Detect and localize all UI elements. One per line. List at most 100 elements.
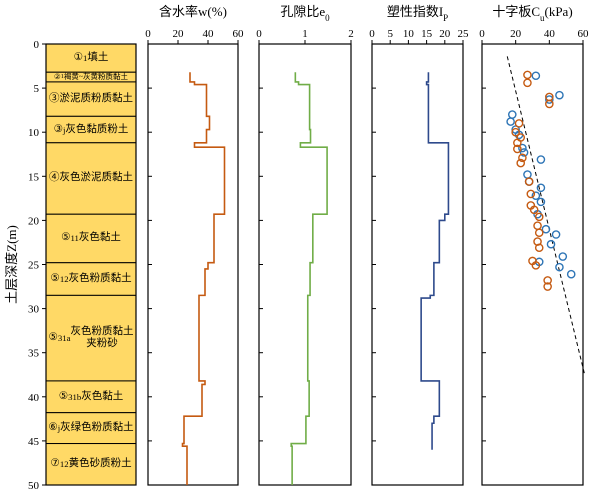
panel-frame: [371, 43, 464, 486]
layer-band: [45, 43, 137, 73]
x-tick-label: 1: [302, 28, 308, 40]
scatter-point: [526, 189, 536, 199]
x-tick-label: 25: [458, 28, 470, 40]
scatter-point: [511, 127, 520, 137]
scatter-point: [523, 70, 532, 80]
x-tick-label: 10: [403, 28, 415, 40]
x-tick-label: 40: [544, 28, 556, 40]
layer-label: ③淤泥质粉质黏土: [49, 93, 133, 105]
y-tick-label: 15: [28, 171, 40, 183]
scatter-point: [507, 110, 517, 119]
scatter-point: [546, 239, 556, 249]
y-tick-label: 20: [28, 215, 40, 227]
panel-frame: [258, 43, 352, 486]
trend-line: [506, 56, 586, 375]
scatter-point: [543, 276, 552, 285]
x-tick-label: 0: [256, 28, 262, 40]
scatter-point: [519, 148, 529, 157]
scatter-point: [514, 119, 524, 128]
scatter-point: [551, 230, 561, 239]
y-tick-label: 35: [28, 348, 40, 360]
scatter-point: [534, 228, 544, 238]
scatter-point: [523, 78, 532, 88]
scatter-point: [529, 205, 539, 215]
scatter-point: [524, 177, 534, 186]
scatter-point: [533, 221, 542, 230]
x-tick-label: 20: [439, 28, 451, 40]
scatter-point: [513, 144, 522, 154]
layer-band: [45, 412, 137, 445]
y-tick-label: 30: [28, 304, 40, 316]
x-tick-label: 40: [203, 28, 215, 40]
profile-line: [290, 72, 328, 485]
profile-line: [420, 72, 450, 450]
layer-band: [45, 380, 137, 414]
layer-label-box: ③淤泥质粉质黏土: [49, 93, 133, 105]
panel-title: 孔隙比e0: [280, 4, 330, 23]
panel-frame: [147, 43, 239, 486]
x-tick-label: 15: [421, 28, 433, 40]
scatter-point: [536, 197, 546, 207]
scatter-point: [531, 191, 541, 201]
scatter-point: [516, 158, 526, 168]
panel-title: 塑性指数IP: [387, 4, 448, 23]
x-tick-label: 5: [387, 28, 393, 40]
scatter-point: [536, 155, 546, 164]
scatter-point: [506, 117, 515, 126]
scatter-point: [558, 252, 568, 261]
y-tick-label: 10: [28, 127, 40, 139]
scatter-point: [531, 261, 541, 270]
x-tick-label: 0: [479, 28, 485, 40]
panel-title: 含水率w(%): [159, 4, 227, 19]
y-tick-label: 25: [28, 260, 40, 272]
scatter-point: [523, 170, 532, 179]
scatter-point: [534, 212, 544, 222]
x-tick-label: 20: [173, 28, 185, 40]
scatter-point: [518, 143, 527, 153]
scatter-point: [541, 224, 551, 234]
scatter-point: [531, 71, 541, 81]
y-tick-label: 45: [28, 436, 40, 448]
y-tick-label: 0: [34, 39, 40, 51]
scatter-point: [545, 95, 554, 104]
y-axis-label: 土层深度Z(m): [4, 225, 19, 304]
layer-label: ④灰色淤泥质黏土: [49, 172, 133, 184]
layer-label-box: ④灰色淤泥质黏土: [49, 172, 133, 184]
scatter-point: [555, 262, 564, 272]
y-tick-label: 50: [28, 480, 40, 492]
y-tick-label: 5: [34, 83, 40, 95]
scatter-point: [518, 153, 527, 163]
layer-band: [45, 262, 137, 296]
scatter-point: [536, 183, 546, 193]
x-tick-label: 2: [348, 28, 354, 40]
x-tick-label: 20: [510, 28, 522, 40]
scatter-point: [545, 99, 554, 109]
y-tick-label: 40: [28, 392, 40, 404]
scatter-point: [543, 282, 552, 291]
scatter-point: [534, 243, 544, 253]
profile-line: [181, 72, 226, 485]
layer-band: [45, 213, 137, 264]
scatter-point: [555, 90, 564, 100]
x-tick-label: 0: [145, 28, 151, 40]
scatter-point: [513, 138, 522, 148]
x-tick-label: 0: [369, 28, 375, 40]
